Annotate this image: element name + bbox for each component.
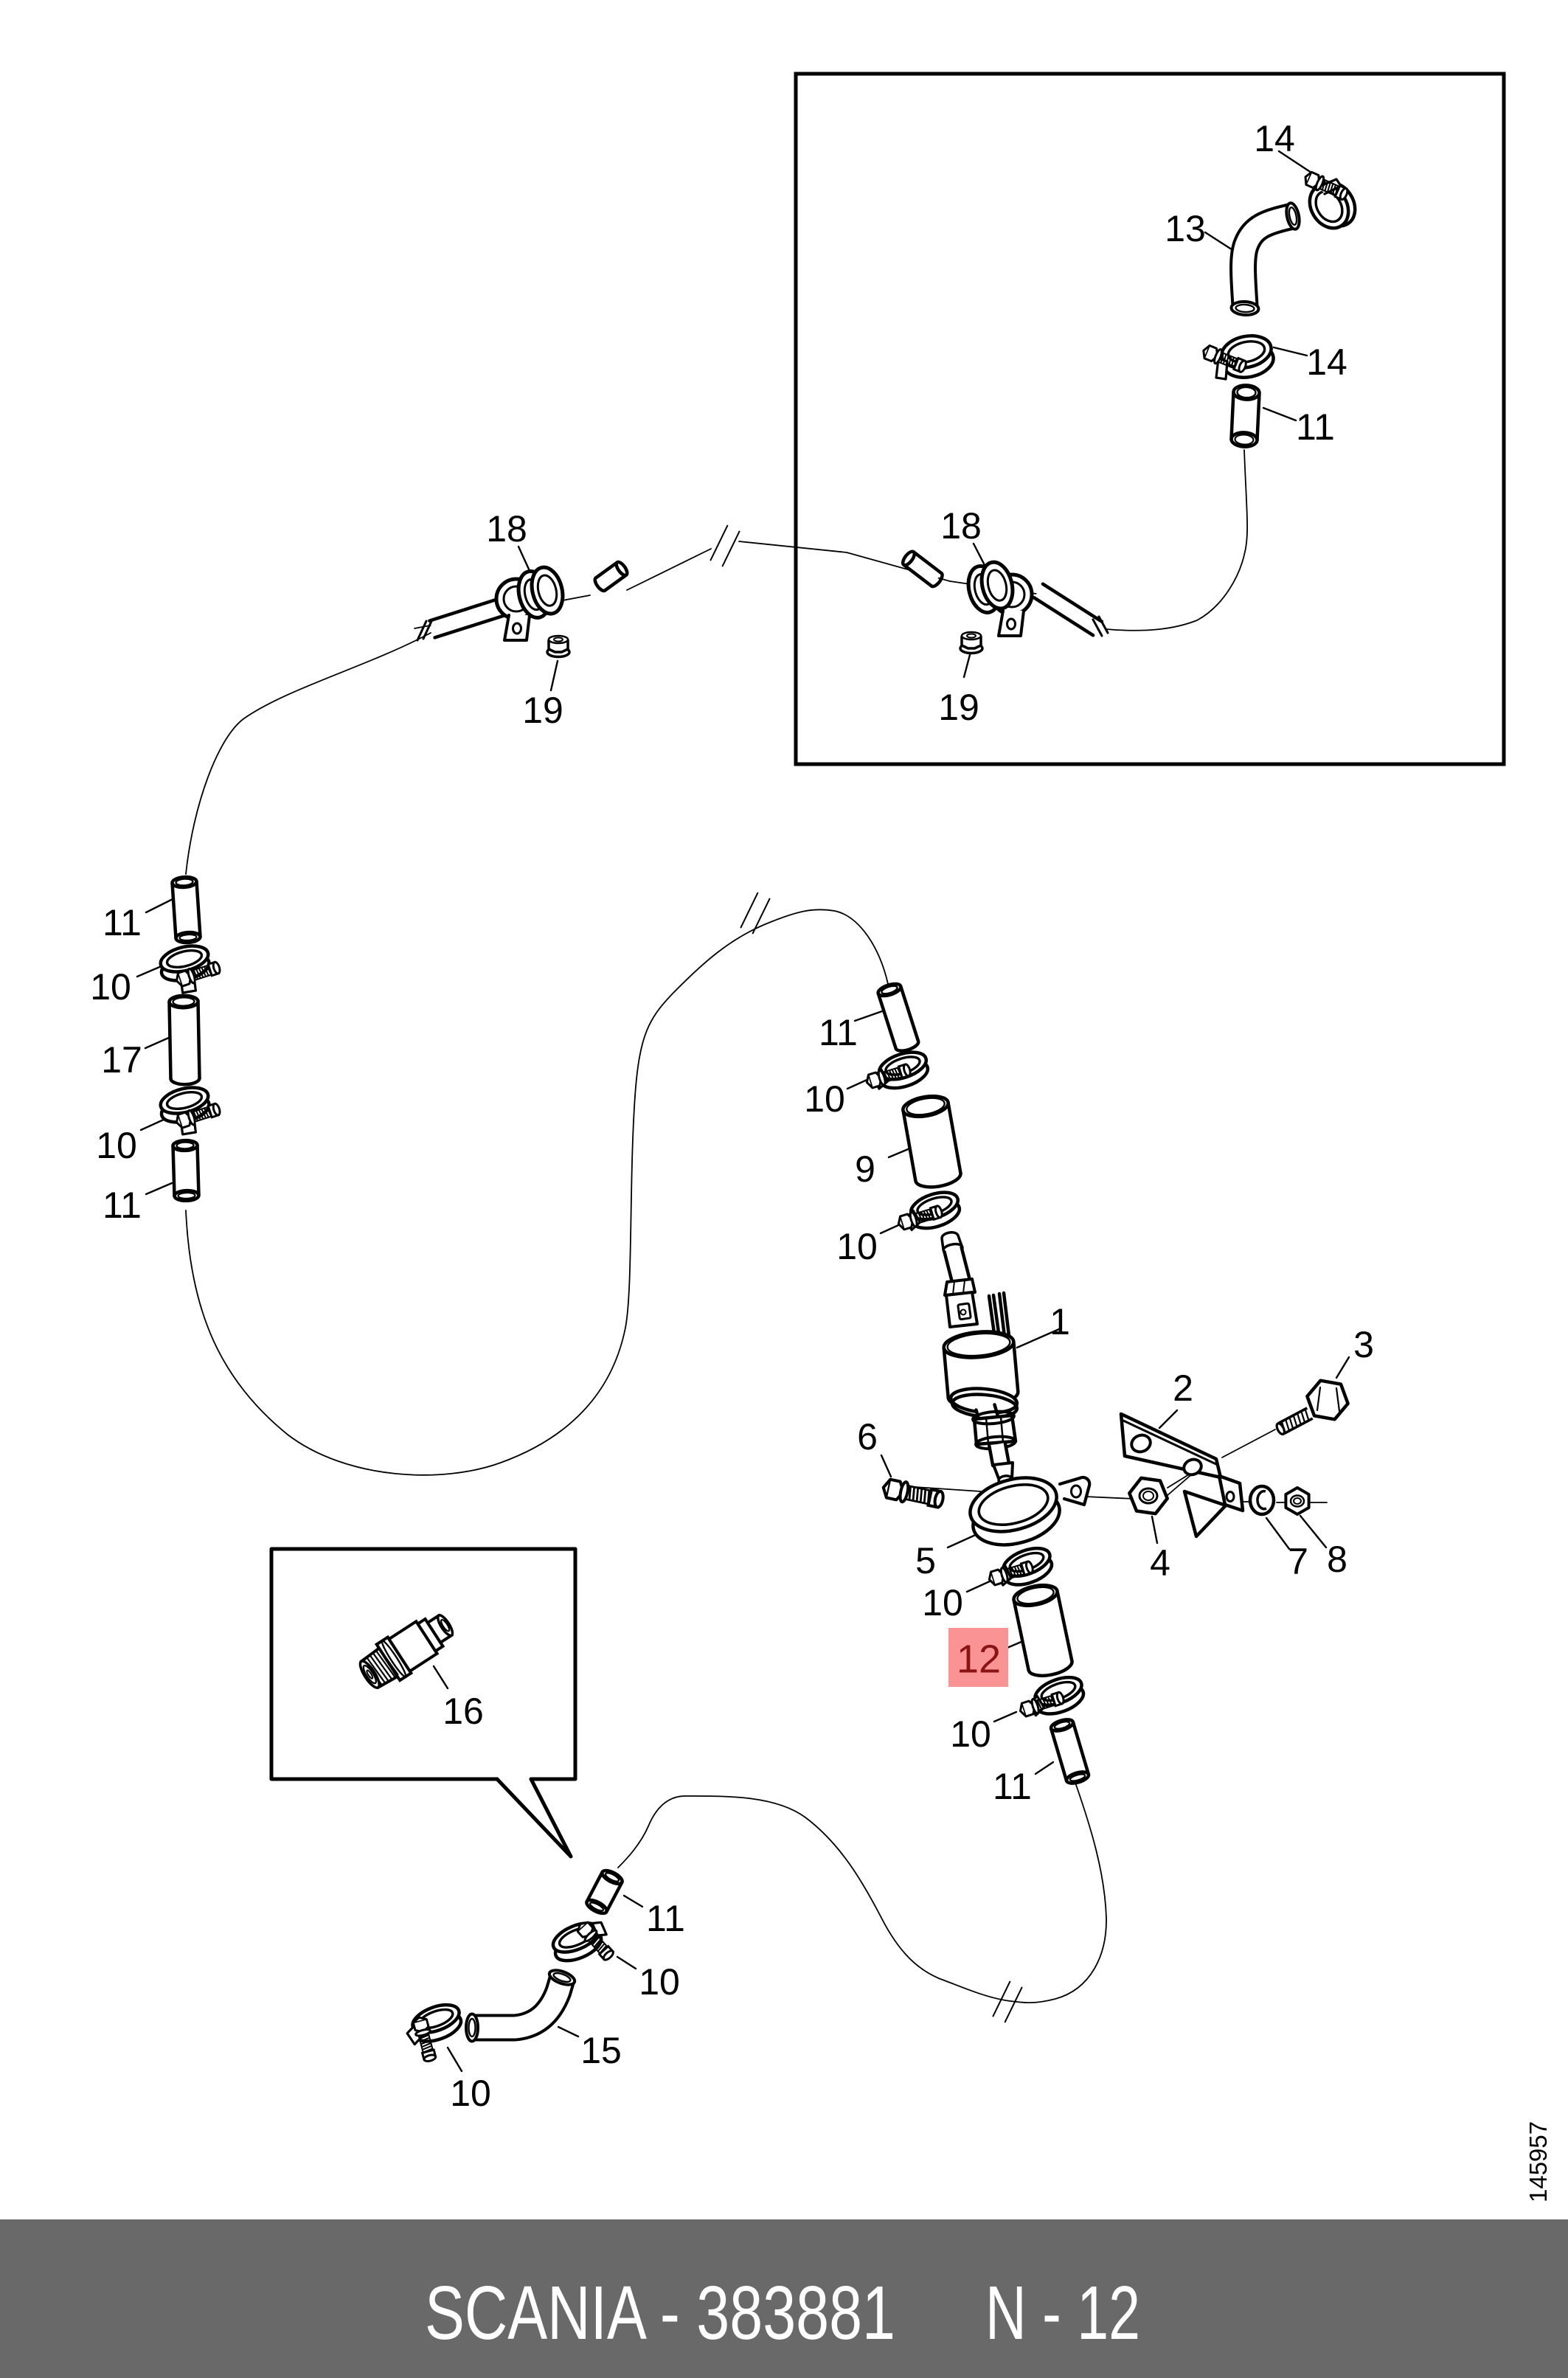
svg-text:11: 11 (993, 1766, 1031, 1807)
svg-text:11: 11 (646, 1898, 684, 1939)
svg-text:10: 10 (639, 1961, 680, 2003)
svg-text:16: 16 (443, 1691, 484, 1732)
svg-text:3: 3 (1353, 1324, 1374, 1365)
svg-text:9: 9 (855, 1148, 875, 1190)
svg-text:12: 12 (957, 1637, 1001, 1681)
svg-text:10: 10 (836, 1226, 878, 1267)
svg-text:18: 18 (940, 505, 982, 547)
svg-text:11: 11 (103, 1185, 141, 1226)
svg-text:4: 4 (1150, 1542, 1170, 1584)
svg-text:14: 14 (1254, 118, 1295, 159)
svg-text:6: 6 (857, 1416, 878, 1457)
svg-text:10: 10 (90, 966, 131, 1008)
svg-text:SCANIA - 383881: SCANIA - 383881 (425, 2270, 895, 2355)
svg-text:10: 10 (96, 1125, 137, 1166)
svg-text:14: 14 (1306, 342, 1347, 383)
svg-text:10: 10 (450, 2073, 491, 2114)
svg-text:8: 8 (1327, 1539, 1347, 1580)
svg-text:N - 12: N - 12 (985, 2270, 1140, 2355)
svg-text:19: 19 (522, 690, 563, 731)
svg-text:1: 1 (1050, 1301, 1070, 1342)
svg-text:5: 5 (915, 1540, 936, 1581)
svg-text:19: 19 (938, 687, 979, 728)
svg-text:15: 15 (580, 2030, 622, 2071)
svg-text:7: 7 (1288, 1541, 1308, 1582)
svg-text:145957: 145957 (1524, 2121, 1552, 2202)
svg-text:11: 11 (819, 1012, 857, 1053)
svg-text:2: 2 (1173, 1367, 1193, 1409)
svg-text:13: 13 (1165, 208, 1206, 249)
svg-text:10: 10 (922, 1582, 963, 1623)
svg-text:10: 10 (804, 1078, 845, 1120)
svg-text:18: 18 (486, 508, 527, 550)
svg-text:17: 17 (101, 1039, 142, 1081)
svg-text:11: 11 (1296, 406, 1334, 448)
svg-text:10: 10 (950, 1713, 991, 1755)
svg-text:11: 11 (103, 902, 141, 943)
